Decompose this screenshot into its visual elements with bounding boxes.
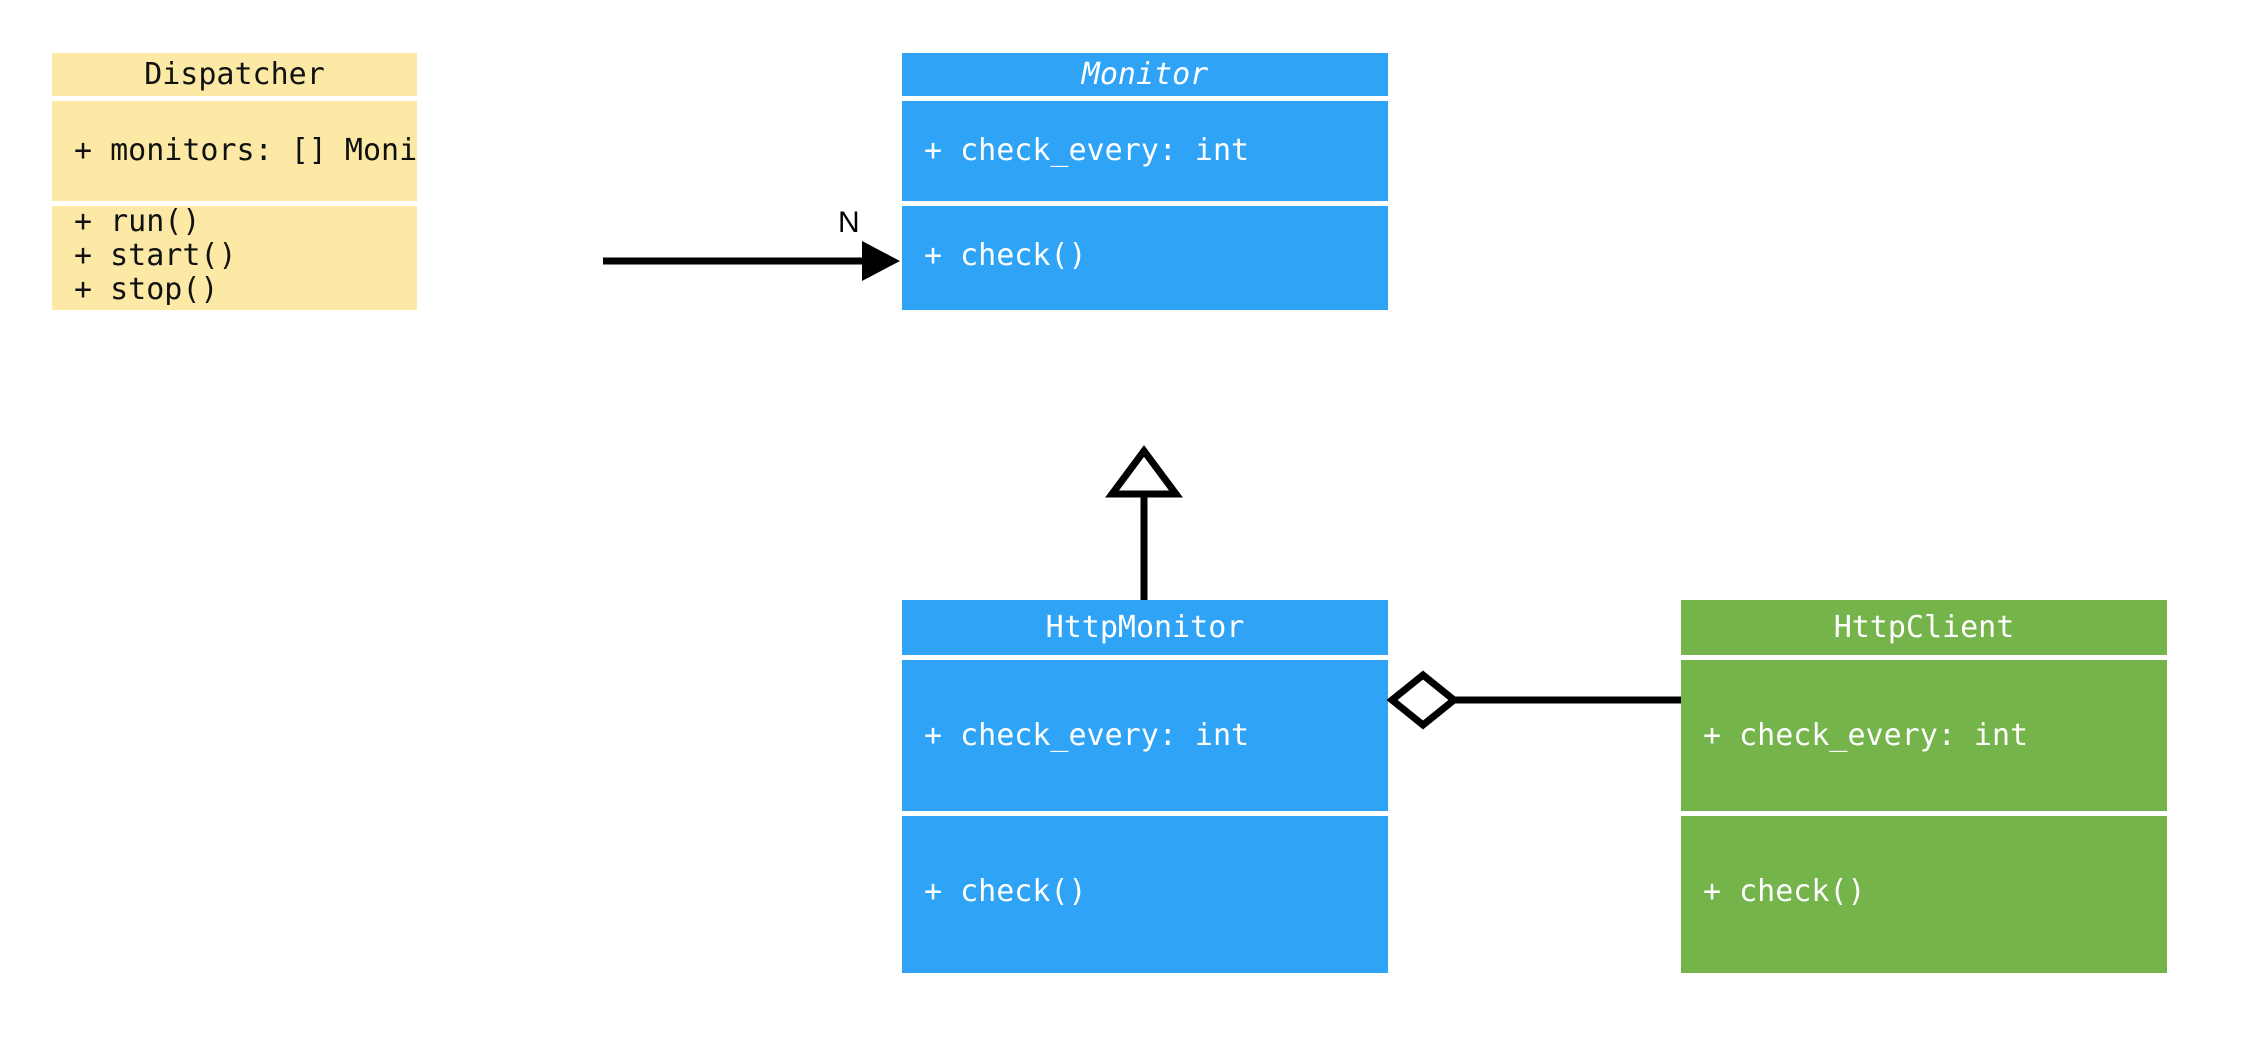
class-box-dispatcher[interactable]: Dispatcher + monitors: [] Monitor + run(… — [52, 53, 417, 310]
class-box-httpclient[interactable]: HttpClient + check_every: int + check() — [1681, 600, 2167, 973]
class-methods-dispatcher: + run() + start() + stop() — [52, 201, 417, 305]
class-title-httpclient: HttpClient — [1681, 600, 2167, 655]
method-row: + check() — [1703, 874, 1866, 909]
method-row: + check() — [924, 237, 1087, 273]
edge-label-multiplicity: N — [838, 206, 860, 239]
attribute-row: + check_every: int — [1703, 717, 2029, 753]
class-attributes-httpclient: + check_every: int — [1681, 655, 2167, 811]
method-row: + check() — [924, 874, 1087, 909]
class-attributes-httpmonitor: + check_every: int — [902, 655, 1388, 811]
class-title-httpmonitor: HttpMonitor — [902, 600, 1388, 655]
generalization-triangle-icon — [1105, 445, 1183, 498]
method-row: + start() — [74, 237, 237, 273]
class-box-monitor[interactable]: Monitor + check_every: int + check() — [902, 53, 1388, 310]
edge-httpmonitor-to-monitor — [1105, 445, 1183, 600]
method-row: + run() — [74, 203, 201, 239]
attribute-row: + monitors: [] Monitor — [74, 133, 417, 168]
class-methods-httpmonitor: + check() — [902, 811, 1388, 968]
class-methods-httpclient: + check() — [1681, 811, 2167, 968]
attribute-row: + check_every: int — [924, 717, 1250, 753]
class-title-monitor: Monitor — [902, 53, 1388, 96]
class-methods-monitor: + check() — [902, 201, 1388, 305]
attribute-row: + check_every: int — [924, 133, 1250, 168]
class-title-dispatcher: Dispatcher — [52, 53, 417, 96]
class-box-httpmonitor[interactable]: HttpMonitor + check_every: int + check() — [902, 600, 1388, 973]
edge-httpmonitor-to-httpclient — [1386, 670, 1681, 730]
association-arrowhead-icon — [862, 241, 900, 281]
class-attributes-dispatcher: + monitors: [] Monitor — [52, 96, 417, 201]
class-attributes-monitor: + check_every: int — [902, 96, 1388, 201]
edge-dispatcher-to-monitor — [603, 241, 900, 281]
method-row: + stop() — [74, 271, 219, 305]
aggregation-diamond-icon — [1386, 670, 1460, 730]
